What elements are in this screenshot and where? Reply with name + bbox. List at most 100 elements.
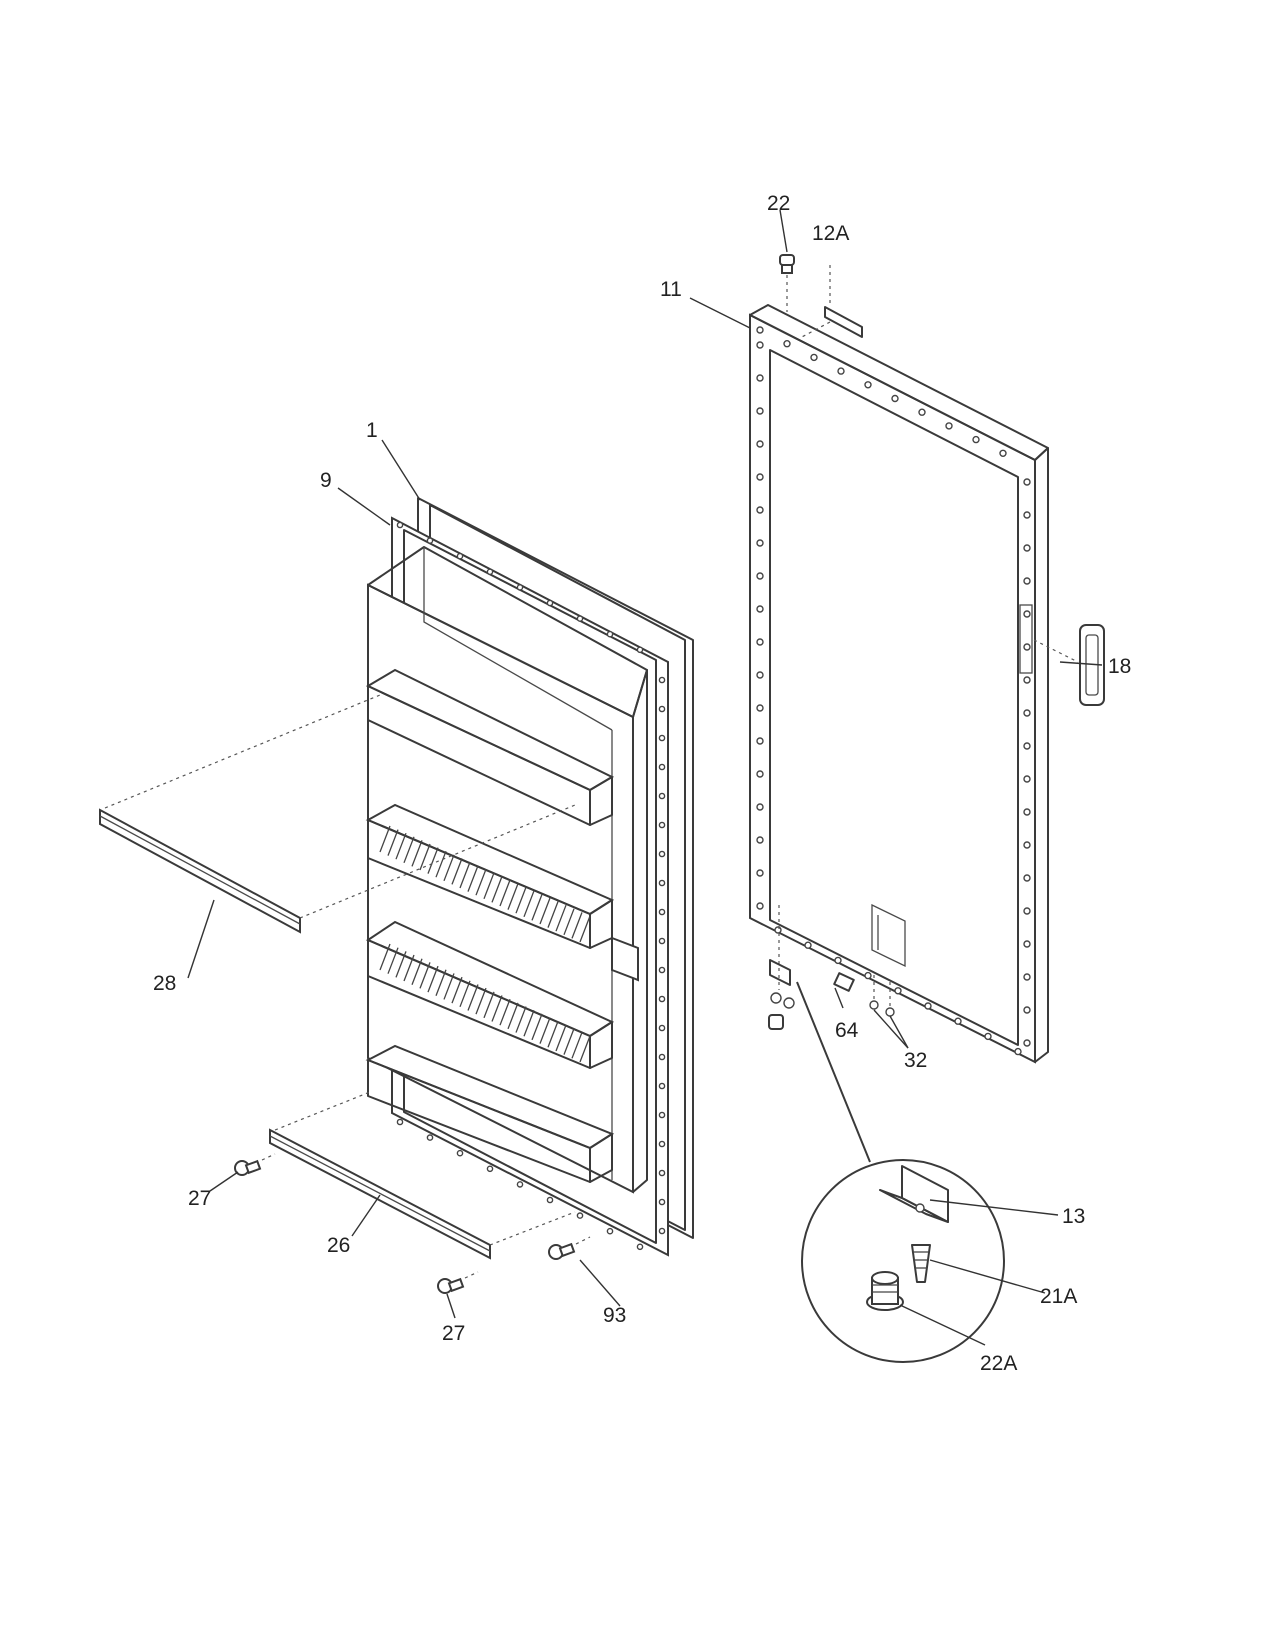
screw-hole xyxy=(658,676,666,684)
screw-hole xyxy=(658,1082,666,1090)
screw-hole xyxy=(658,705,666,713)
screw-hole xyxy=(546,1196,554,1204)
screw-hole xyxy=(606,630,614,638)
shelf-rib xyxy=(387,829,399,856)
screw-hole xyxy=(1023,808,1031,816)
screw-hole xyxy=(999,449,1007,457)
screw-hole xyxy=(1023,577,1031,585)
shelf-rib xyxy=(547,1021,559,1048)
screw-hole xyxy=(456,552,464,560)
screw-hole xyxy=(636,1243,644,1251)
screw-hole xyxy=(756,440,764,448)
screws xyxy=(234,1153,591,1294)
screw-hole xyxy=(658,937,666,945)
outer-door-panel xyxy=(749,304,1049,1064)
screw-hole xyxy=(606,1227,614,1235)
screw-hole xyxy=(864,381,872,389)
screw-hole xyxy=(658,763,666,771)
screw-hole xyxy=(426,537,434,544)
hinge-plug-22 xyxy=(779,254,795,312)
detail-connector xyxy=(796,981,871,1163)
callout-9: 9 xyxy=(320,469,332,492)
shelf-rib xyxy=(483,872,495,900)
shelf-rib xyxy=(379,943,391,971)
screw-hole xyxy=(1023,742,1031,750)
shelf-rib xyxy=(499,879,511,907)
callout-32: 32 xyxy=(904,1049,927,1072)
door-handle-18 xyxy=(1033,624,1105,706)
shelf-rib xyxy=(507,1002,519,1030)
screw-hole xyxy=(636,646,644,654)
callout-22a: 22A xyxy=(980,1352,1017,1375)
shelf-rib xyxy=(491,876,503,903)
screw-hole xyxy=(658,821,666,829)
screw-hole xyxy=(756,605,764,613)
shelf-rib xyxy=(539,1017,551,1044)
screw-hole xyxy=(756,374,764,382)
screw-hole xyxy=(756,326,764,334)
screw-hole xyxy=(1023,841,1031,849)
screw-hole xyxy=(834,956,842,965)
shelf-rib xyxy=(579,1035,591,1063)
screw-hole xyxy=(1014,1047,1022,1056)
callout-27-left: 27 xyxy=(188,1187,211,1210)
screw-hole xyxy=(756,407,764,415)
screw-hole xyxy=(1023,676,1031,684)
shelf-rib xyxy=(563,908,575,936)
screw-hole xyxy=(658,995,666,1003)
shelf-rib xyxy=(539,897,551,925)
screw-hole xyxy=(756,473,764,481)
screw-hole xyxy=(396,1118,404,1126)
shelf-rib xyxy=(451,858,463,885)
screw-hole xyxy=(1023,775,1031,783)
callout-26: 26 xyxy=(327,1234,350,1257)
callout-21a: 21A xyxy=(1040,1285,1077,1308)
screw-hole xyxy=(756,770,764,778)
callout-64: 64 xyxy=(835,1019,859,1042)
shelf-rib xyxy=(475,987,487,1015)
screw-hole xyxy=(894,987,902,995)
screw-hole xyxy=(756,737,764,745)
shelf-rib xyxy=(555,1024,567,1052)
callout-18: 18 xyxy=(1108,655,1131,678)
shelf-rib xyxy=(499,998,511,1026)
callout-11: 11 xyxy=(660,278,682,301)
shelf-rib xyxy=(435,850,447,878)
screw-hole xyxy=(756,704,764,712)
shelf-rib xyxy=(403,954,415,982)
screw-hole xyxy=(756,539,764,547)
shelf-rib xyxy=(571,912,583,939)
shelf-rib xyxy=(459,980,471,1008)
shelf-rib xyxy=(555,904,567,932)
screw-hole xyxy=(1023,907,1031,915)
shelf-rib xyxy=(531,894,543,921)
screw-hole xyxy=(516,584,524,591)
screw-hole xyxy=(810,353,818,362)
screw-hole xyxy=(1023,709,1031,717)
detail-circle xyxy=(801,1159,1005,1363)
screw-hole xyxy=(756,869,764,877)
screw-hole xyxy=(972,435,980,444)
shelf-rib xyxy=(411,958,423,985)
screw-hole xyxy=(945,422,953,430)
screw-hole xyxy=(456,1149,464,1157)
shelf-rib xyxy=(411,840,423,867)
shelf-rib xyxy=(563,1028,575,1055)
shelf-rib xyxy=(507,883,519,910)
screw-hole xyxy=(658,1024,666,1032)
callout-13: 13 xyxy=(1062,1205,1085,1228)
shelf-rib xyxy=(395,951,407,978)
callout-93: 93 xyxy=(603,1304,626,1327)
callout-labels: 1 9 11 12A 13 18 21A 22 22A 26 27 27 28 … xyxy=(153,192,1131,1375)
screw-hole xyxy=(1023,1039,1031,1047)
screw-hole xyxy=(576,615,584,622)
inner-door-liner xyxy=(367,516,669,1257)
shelf-rib xyxy=(427,847,439,874)
callout-27-bottom: 27 xyxy=(442,1322,465,1345)
screw-hole xyxy=(658,1169,666,1177)
shelf-rib xyxy=(531,1013,543,1041)
callout-12a: 12A xyxy=(812,222,849,245)
screw-hole xyxy=(1023,544,1031,552)
screw-hole xyxy=(1023,874,1031,882)
